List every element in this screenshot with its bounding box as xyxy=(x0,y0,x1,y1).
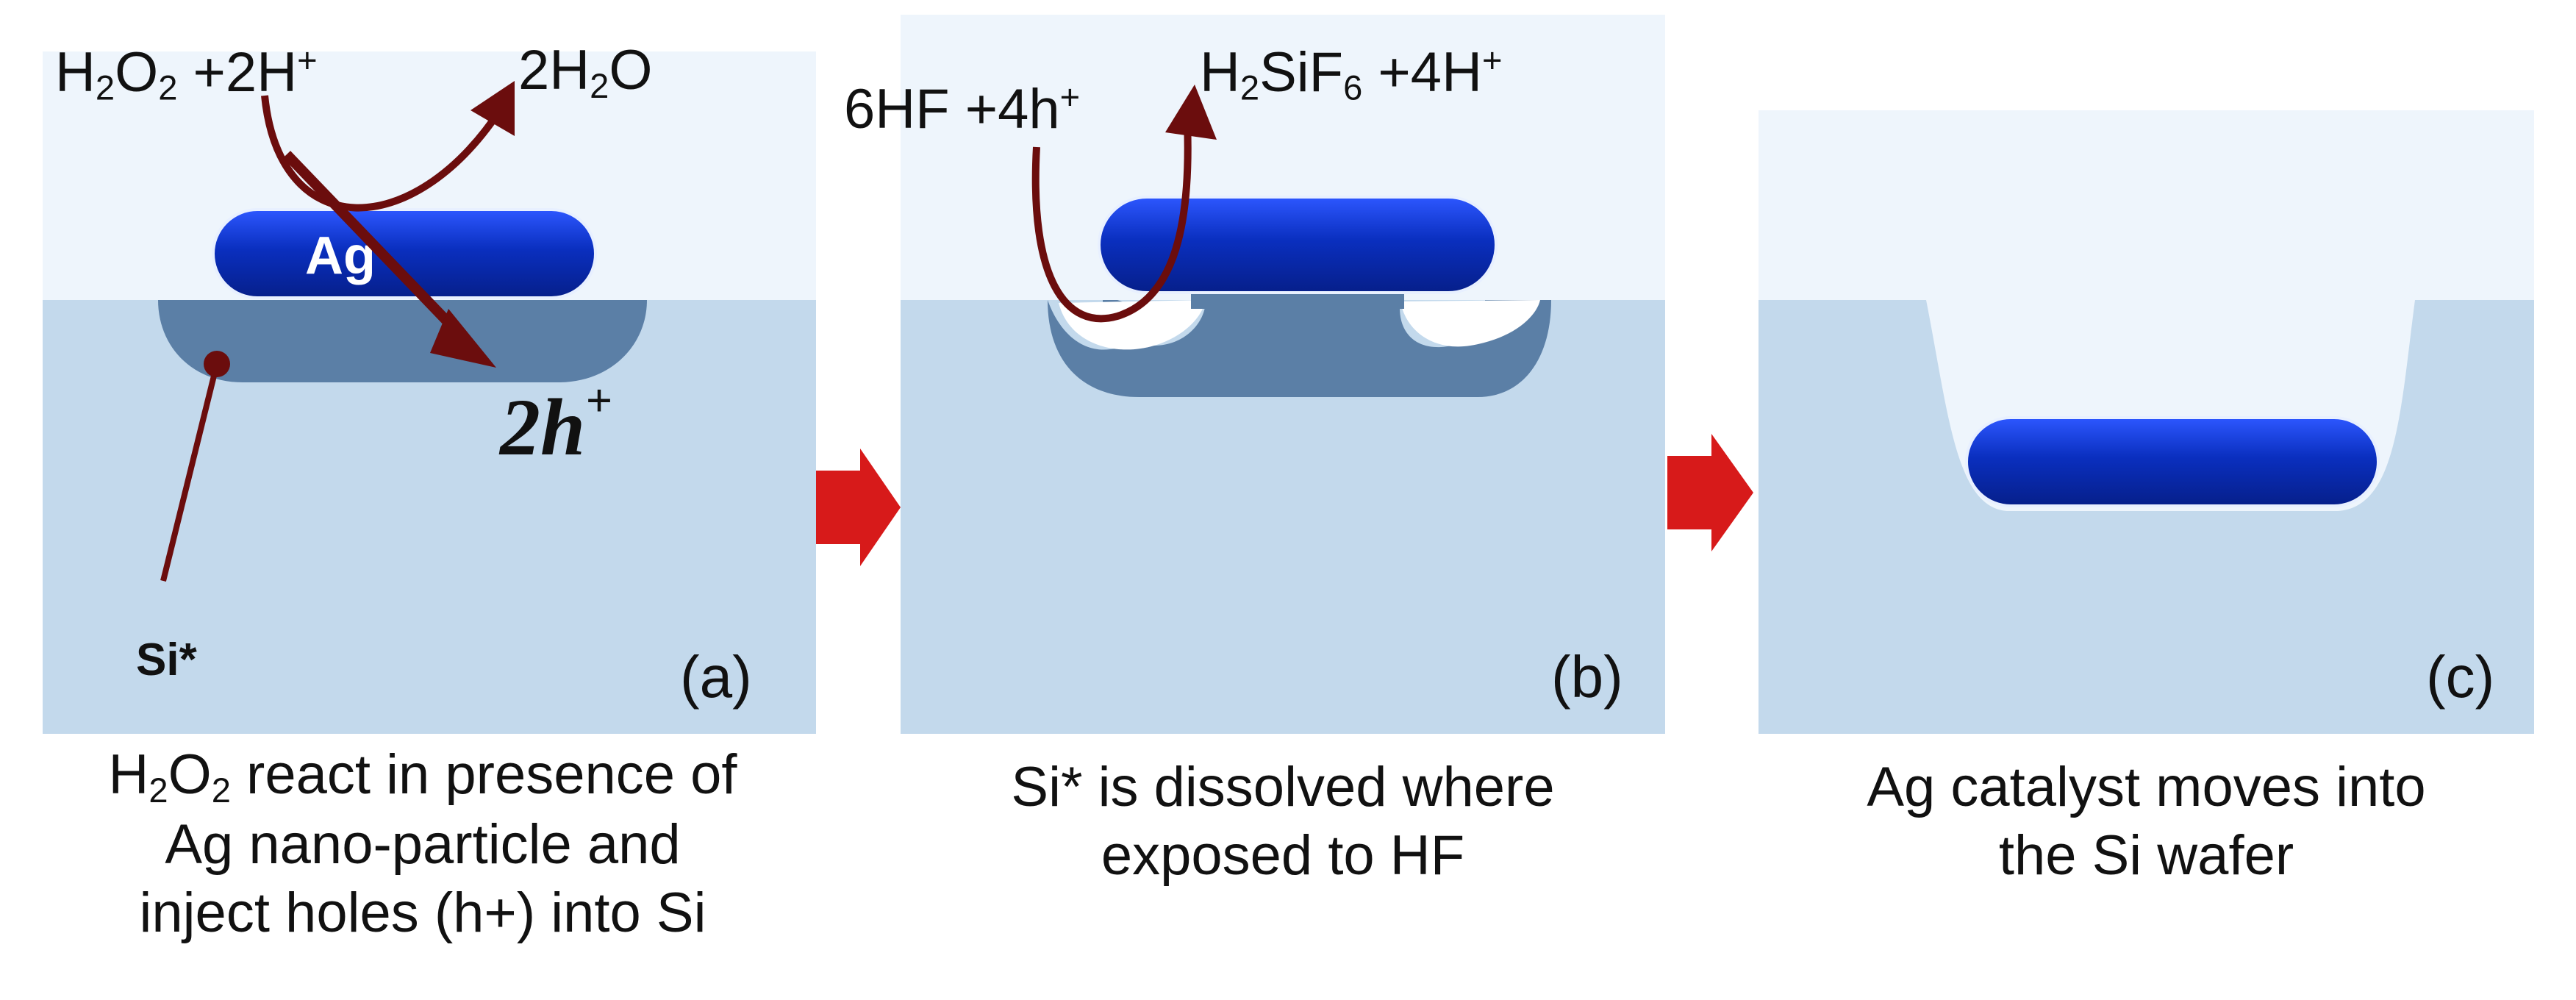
panel-b-caption: Si* is dissolved where exposed to HF xyxy=(901,754,1665,890)
panel-c-caption: Ag catalyst moves into the Si wafer xyxy=(1759,754,2534,890)
panel-a-ag-particle xyxy=(212,208,597,299)
panel-a-equation-lhs: H2O2 +2H+ xyxy=(55,40,318,107)
panel-a-si-pointer-dot xyxy=(204,351,230,377)
panel-b-reaction-arrow xyxy=(1031,121,1192,323)
panel-a-equation-rhs: 2H2O xyxy=(518,39,653,105)
panel-a-si-pointer xyxy=(160,363,220,582)
panel-b-caption-line-1: Si* is dissolved where xyxy=(1011,756,1555,818)
panel-b-equation-lhs: 6HF +4h+ xyxy=(844,77,1081,140)
panel-b: (b) xyxy=(901,15,1665,734)
panel-a-hole-arrowhead xyxy=(430,309,496,368)
panel-a-si-label: Si* xyxy=(136,635,198,685)
panel-a-caption-line-2: Ag nano-particle and xyxy=(165,813,681,876)
panel-c-ag-particle xyxy=(1965,416,2380,507)
panel-c: (c) xyxy=(1759,110,2534,734)
panel-c-tag: (c) xyxy=(2426,644,2494,710)
panel-c-caption-line-2: the Si wafer xyxy=(1998,824,2294,887)
panel-a: Ag Si* 2h+ (a) xyxy=(43,51,816,734)
panel-b-etch-pit-left xyxy=(1059,300,1206,350)
panel-a-caption-line-1: H2O2 react in presence of xyxy=(108,743,737,810)
step-arrow-1 xyxy=(816,449,901,566)
panel-b-etch-pit-right xyxy=(1400,300,1540,347)
panel-b-porous-si-region xyxy=(1048,300,1551,397)
panel-a-caption-line-3: inject holes (h+) into Si xyxy=(139,881,706,944)
panel-c-caption-line-1: Ag catalyst moves into xyxy=(1867,756,2426,818)
panel-a-reaction-arrowhead xyxy=(471,81,515,136)
panel-b-ag-particle xyxy=(1098,196,1498,294)
panel-a-tag: (a) xyxy=(680,644,752,710)
panel-a-hole-arrow xyxy=(282,151,475,349)
panel-a-hole-label: 2h+ xyxy=(498,374,612,472)
panel-b-caption-line-2: exposed to HF xyxy=(1101,824,1465,887)
panel-a-caption: H2O2 react in presence of Ag nano-partic… xyxy=(15,741,831,948)
panel-b-equation-rhs: H2SiF6 +4H+ xyxy=(1200,40,1503,107)
panel-a-porous-si-region xyxy=(158,300,647,382)
panel-b-reaction-arrowhead xyxy=(1165,85,1217,140)
panel-b-tag: (b) xyxy=(1551,644,1623,710)
panel-a-reaction-arrow xyxy=(261,95,504,212)
step-arrow-2 xyxy=(1667,434,1753,551)
panel-c-sky xyxy=(1759,110,2534,300)
